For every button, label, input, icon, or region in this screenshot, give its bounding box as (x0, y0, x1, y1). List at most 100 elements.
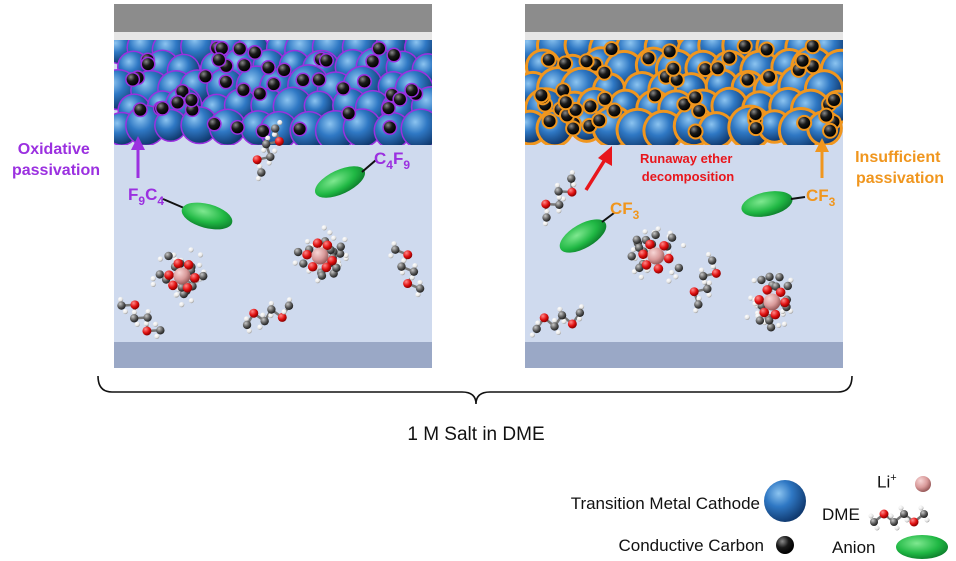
hydrogen-atom (257, 324, 263, 330)
hydrogen-atom (555, 329, 562, 336)
carbon-atom (890, 518, 898, 526)
hydrogen-atom (630, 247, 637, 253)
hydrogen-atom (698, 267, 705, 273)
carbon-particle (185, 94, 198, 107)
legend-cathode-label: Transition Metal Cathode (570, 494, 760, 513)
oxygen-atom (403, 279, 413, 289)
carbon-particle (248, 46, 261, 59)
legend-carbon-label: Conductive Carbon (618, 536, 764, 555)
oxygen-atom (164, 270, 174, 280)
carbon-particle (670, 73, 683, 86)
carbon-particle (806, 40, 819, 53)
carbon-particle (828, 93, 841, 106)
runaway-label: Runaway ether decomposition (640, 151, 736, 184)
carbon-particle (405, 84, 418, 97)
carbon-particle (337, 82, 350, 95)
right-cell (525, 4, 843, 368)
hydrogen-atom (781, 321, 788, 327)
left-current-collector (114, 4, 432, 32)
hydrogen-atom (260, 312, 266, 318)
oxygen-atom (249, 308, 259, 318)
hydrogen-atom (680, 242, 687, 249)
carbon-particle (320, 54, 333, 67)
carbon-atom (257, 168, 266, 177)
carbon-atom (575, 308, 585, 317)
electrolyte-molecules (117, 119, 794, 339)
anion-formula-cf3-2: CF3 (806, 186, 836, 209)
carbon-particle (199, 70, 212, 83)
carbon-particle (559, 96, 572, 109)
hydrogen-atom (655, 226, 661, 232)
carbon-atom (199, 271, 208, 281)
carbon-atom (674, 263, 684, 273)
hydrogen-atom (561, 318, 567, 324)
carbon-atom (299, 259, 308, 268)
hydrogen-atom (265, 135, 271, 141)
hydrogen-atom (391, 241, 397, 247)
hydrogen-atom (554, 182, 561, 188)
oxygen-atom (307, 261, 318, 272)
hydrogen-atom (673, 274, 679, 280)
insufficient-label: Insufficient passivation (855, 149, 945, 187)
legend-dme-label: DME (822, 505, 860, 524)
carbon-particle (171, 96, 184, 109)
anion-tail-right-2 (790, 196, 806, 200)
carbon-particle (237, 83, 250, 96)
hydrogen-atom (576, 316, 583, 322)
brace (97, 375, 853, 405)
carbon-atom (765, 272, 774, 282)
hydrogen-atom (327, 230, 333, 236)
carbon-particle (648, 89, 661, 102)
carbon-atom (651, 230, 660, 240)
hydrogen-atom (271, 131, 278, 138)
oxygen-atom (403, 250, 413, 260)
hydrogen-atom (342, 236, 348, 243)
lithium-ion (647, 247, 665, 265)
carbon-atom (336, 242, 345, 251)
hydrogen-atom (399, 270, 406, 276)
hydrogen-atom (529, 332, 535, 338)
carbon-particle (156, 102, 169, 115)
hydrogen-atom (272, 148, 278, 154)
hydrogen-atom (693, 307, 699, 314)
oxygen-atom (274, 136, 284, 146)
carbon-atom (634, 243, 644, 252)
carbon-particle (763, 70, 776, 83)
carbon-particle (358, 75, 371, 88)
oxygen-atom (653, 263, 664, 274)
hydrogen-atom (409, 275, 415, 281)
hydrogen-atom (281, 309, 287, 315)
carbon-particle (393, 93, 406, 106)
legend-anion-icon (896, 535, 948, 559)
anion-right-1 (559, 219, 607, 253)
hydrogen-atom (246, 328, 252, 334)
hydrogen-atom (669, 269, 675, 276)
carbon-atom (317, 271, 327, 280)
carbon-atom (293, 247, 303, 257)
carbon-particle (642, 52, 655, 65)
carbon-atom (703, 284, 712, 294)
carbon-particle (262, 61, 275, 74)
carbon-particle (312, 73, 325, 86)
carbon-particle (693, 104, 706, 117)
right-cathode-layer (525, 40, 843, 145)
left-anode (114, 342, 432, 368)
oxygen-atom (252, 155, 262, 165)
hydrogen-atom (666, 249, 672, 255)
oxygen-atom (641, 260, 652, 270)
carbon-atom (164, 251, 173, 261)
hydrogen-atom (255, 175, 262, 182)
carbon-particle (208, 118, 221, 131)
hydrogen-atom (642, 229, 648, 235)
carbon-atom (242, 320, 252, 330)
carbon-atom (870, 518, 878, 526)
hydrogen-atom (560, 196, 566, 202)
legend-dme-icon (868, 505, 930, 531)
legend-li-icon (915, 476, 931, 492)
carbon-particle (278, 63, 291, 76)
carbon-atom (270, 124, 280, 133)
carbon-particle (557, 84, 570, 97)
hydrogen-atom (321, 225, 327, 231)
carbon-particle (584, 100, 597, 113)
hydrogen-atom (266, 160, 272, 166)
